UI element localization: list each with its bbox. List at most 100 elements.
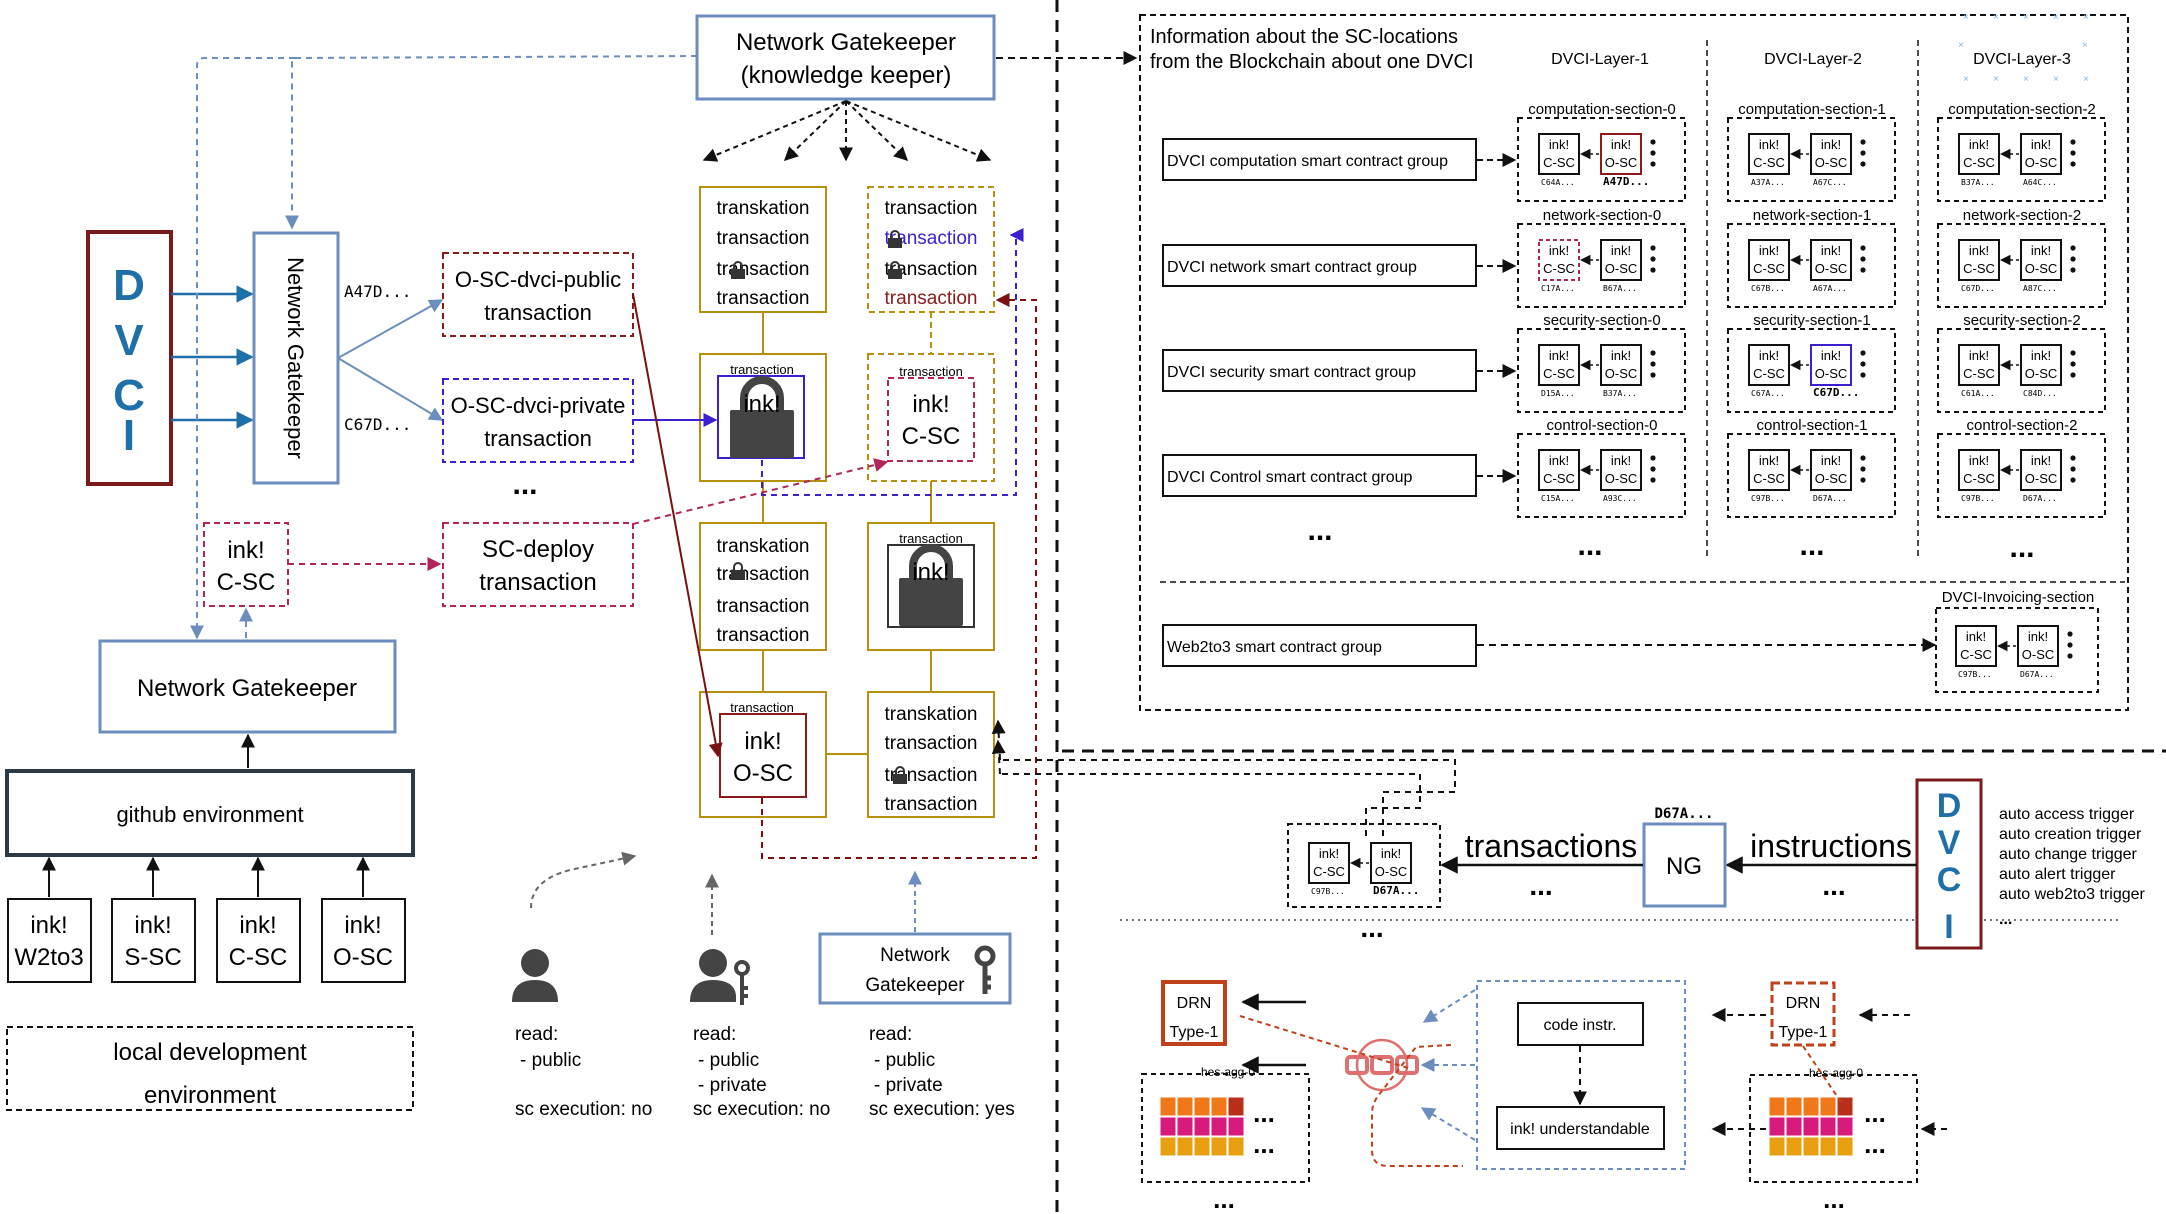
- ink-label: ink!: [1966, 629, 1986, 644]
- gatekeeper-key-box: [818, 932, 1012, 1005]
- csc-label: C-SC: [1543, 471, 1575, 486]
- section-label: network-section-1: [1753, 207, 1871, 224]
- transaction-line: transaction: [717, 288, 810, 309]
- csc-contract-box: [1748, 344, 1790, 386]
- data-cell: [1802, 1136, 1820, 1157]
- csc-contract-box: [1958, 133, 2000, 175]
- trigger-item: auto web2to3 trigger: [1999, 886, 2146, 903]
- dvci-letter: D: [113, 261, 145, 310]
- contract-hash: C67B...: [1751, 284, 1785, 293]
- ink-label: ink!: [1759, 243, 1779, 258]
- csc-contract-box: [1748, 239, 1790, 281]
- ink-label: ink!: [1821, 453, 1841, 468]
- contract-hash: C67A...: [1751, 389, 1785, 398]
- transaction-line: transaction: [885, 228, 978, 249]
- more-dot: [1860, 150, 1866, 156]
- transaction-line: transaction: [885, 198, 978, 219]
- ink-label: ink!: [1759, 453, 1779, 468]
- contract-box: [321, 898, 406, 983]
- transaction-line: transkation: [885, 704, 978, 725]
- invoicing-section-box: [1935, 607, 2099, 693]
- dvci-box: [86, 230, 173, 486]
- section-box: [1517, 223, 1686, 308]
- section-label: security-section-1: [1753, 312, 1871, 329]
- contract-hash: A67C...: [1813, 178, 1847, 187]
- transaction-line: transaction: [717, 228, 810, 249]
- section-label: control-section-1: [1757, 417, 1868, 434]
- contract-hash: C97B...: [1958, 670, 1992, 679]
- lock-icon: [888, 230, 902, 248]
- csc-label: C-SC: [1543, 366, 1575, 381]
- more-dot: [1650, 150, 1656, 156]
- ink-label: ink!: [1549, 348, 1569, 363]
- data-cell: [1819, 1136, 1837, 1157]
- ink-label: ink!: [1821, 137, 1841, 152]
- dvci-letter: V: [114, 316, 144, 365]
- contract-hash: A47D...: [1603, 175, 1649, 188]
- ng-label: NG: [1666, 853, 1702, 880]
- access-private: read: - public - private sc execution: n…: [693, 1024, 830, 1120]
- bottom-gatekeeper-box: [98, 639, 397, 734]
- dvci-letter: D: [1937, 787, 1962, 825]
- deploy-transaction-label: transaction: [479, 569, 596, 596]
- drn-label: DRN: [1786, 995, 1821, 1012]
- ellipsis: ...: [1577, 529, 1602, 562]
- bottom-gatekeeper-label: Network Gatekeeper: [137, 675, 357, 702]
- csc-label: C-SC: [1963, 155, 1995, 170]
- more-dot: [1860, 361, 1866, 367]
- csc-contract-box: [1308, 842, 1350, 884]
- transaction-line: transaction: [885, 794, 978, 815]
- more-dot: [2070, 161, 2076, 167]
- access-exec: sc execution: no: [693, 1099, 830, 1120]
- osc-label: O-SC: [1815, 155, 1848, 170]
- ink-label: ink!: [1821, 243, 1841, 258]
- contract-group-label: DVCI security smart contract group: [1167, 364, 1416, 381]
- csc-contract-box: [1955, 625, 1997, 667]
- osc-contract-box: [1810, 239, 1852, 281]
- access-read: read:: [869, 1024, 912, 1045]
- transaction-line: transaction: [885, 733, 978, 754]
- contract-box: [7, 898, 92, 983]
- more-dot: [2070, 256, 2076, 262]
- more-dot: [1860, 139, 1866, 145]
- more-dot: [2067, 631, 2073, 637]
- contract-hash: C97B...: [1961, 494, 1995, 503]
- lock-ink-label: ink!: [743, 391, 780, 418]
- drn-label: Type-1: [1779, 1024, 1828, 1041]
- more-dot: [2067, 642, 2073, 648]
- more-dot: [1860, 161, 1866, 167]
- dvci-letter: C: [113, 371, 145, 420]
- web2to3-group-box: [1162, 624, 1477, 667]
- data-cell: [1193, 1116, 1211, 1137]
- access-item: - private: [874, 1075, 943, 1096]
- local-environment-label: environment: [144, 1082, 276, 1109]
- access-read: read:: [693, 1024, 736, 1045]
- ink-label: ink!: [2031, 137, 2051, 152]
- csc-contract-box: [1538, 344, 1580, 386]
- more-dot: [1860, 372, 1866, 378]
- contract-hash: A64C...: [2023, 178, 2057, 187]
- data-cell: [1159, 1136, 1177, 1157]
- data-grid: [1159, 1096, 1245, 1157]
- data-cell: [1768, 1096, 1786, 1117]
- contract-hash: C97B...: [1751, 494, 1785, 503]
- osc-label: O-SC: [1375, 864, 1408, 879]
- ink-label: ink!: [1969, 348, 1989, 363]
- more-dot: [2070, 139, 2076, 145]
- csc-label: C-SC: [1543, 261, 1575, 276]
- invoicing-contract-pair: ink!C-SCink!O-SCC97B...D67A...: [1955, 625, 2073, 679]
- access-exec: sc execution: no: [515, 1099, 652, 1120]
- lock-icon: [731, 261, 745, 279]
- more-dot: [2070, 267, 2076, 273]
- data-cell: [1210, 1116, 1228, 1137]
- csc-contract-box: [1958, 449, 2000, 491]
- osc-label: O-SC: [1605, 366, 1638, 381]
- contract-hash: D67A...: [1813, 494, 1847, 503]
- osc-label: O-SC: [1815, 366, 1848, 381]
- more-dot: [1650, 256, 1656, 262]
- ink-label: ink!: [2031, 453, 2051, 468]
- contract-label: O-SC: [333, 944, 393, 971]
- layer-label: DVCI-Layer-3: [1973, 51, 2071, 68]
- csc-label: C-SC: [217, 569, 276, 596]
